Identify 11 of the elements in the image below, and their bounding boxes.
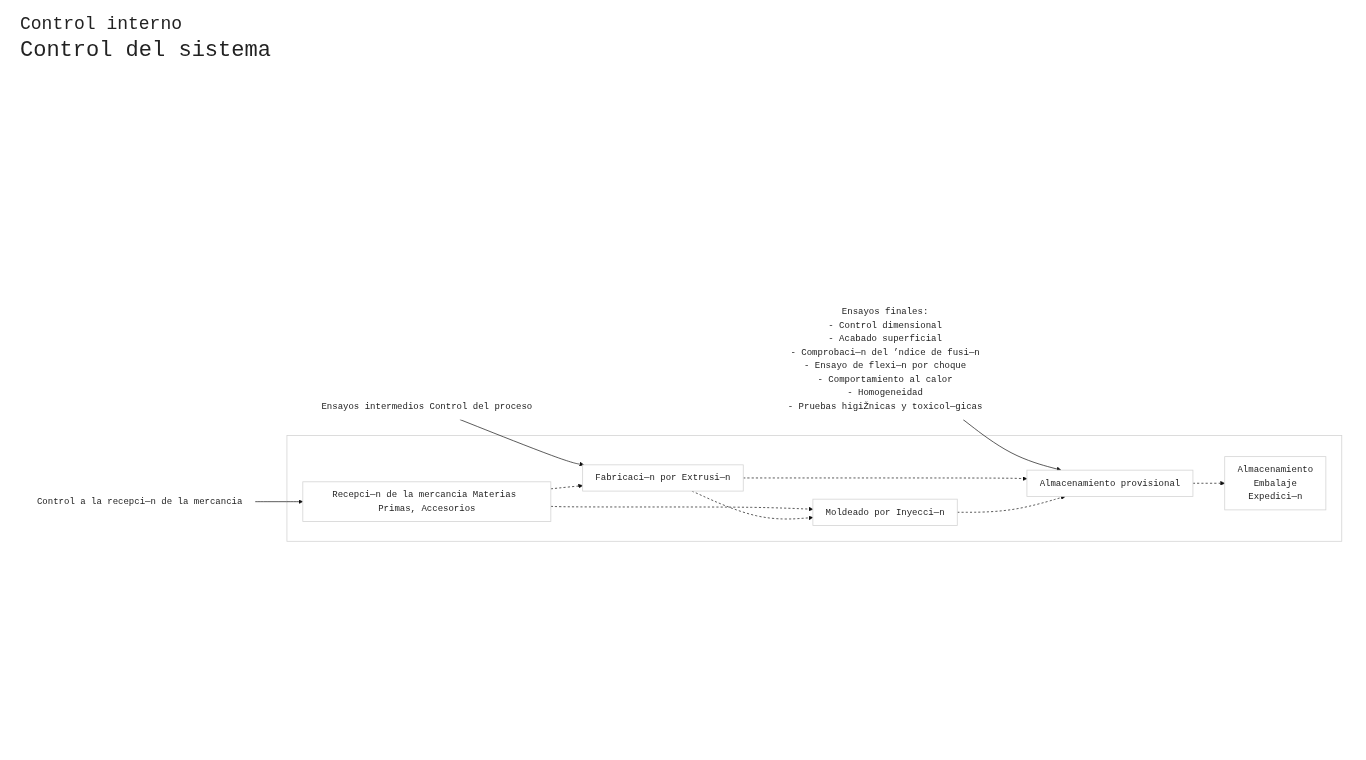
heading-label: Control del sistema: [20, 38, 271, 63]
node-box: Fabricaci—n por Extrusi—n: [582, 464, 744, 492]
node-text: Ensayos intermedios Control del proceso: [321, 401, 533, 412]
node-text: Control a la recepci—n de la mercancia: [36, 496, 243, 507]
node-box: Almacenamiento provisional: [1026, 469, 1194, 497]
node-text: Ensayos finales: - Control dimensional - Acabado superficial - Comprobaci—n del ’ndice de fusi—n - Ensayo de flexi—n por choque - Comportamiento al calor - Homogeneidad - Pruebas higiŽnicas y toxicol—gicas: [787, 306, 983, 412]
node-box: Moldeado por Inyecci—n: [812, 498, 958, 526]
cluster: [286, 435, 1343, 542]
diagram-title: Control interno: [20, 14, 184, 34]
node-box: Almacenamiento Embalaje Expedici—n: [1224, 456, 1327, 511]
node-box: Recepci—n de la mercancia Materias Primas, Accesorios: [302, 481, 552, 522]
